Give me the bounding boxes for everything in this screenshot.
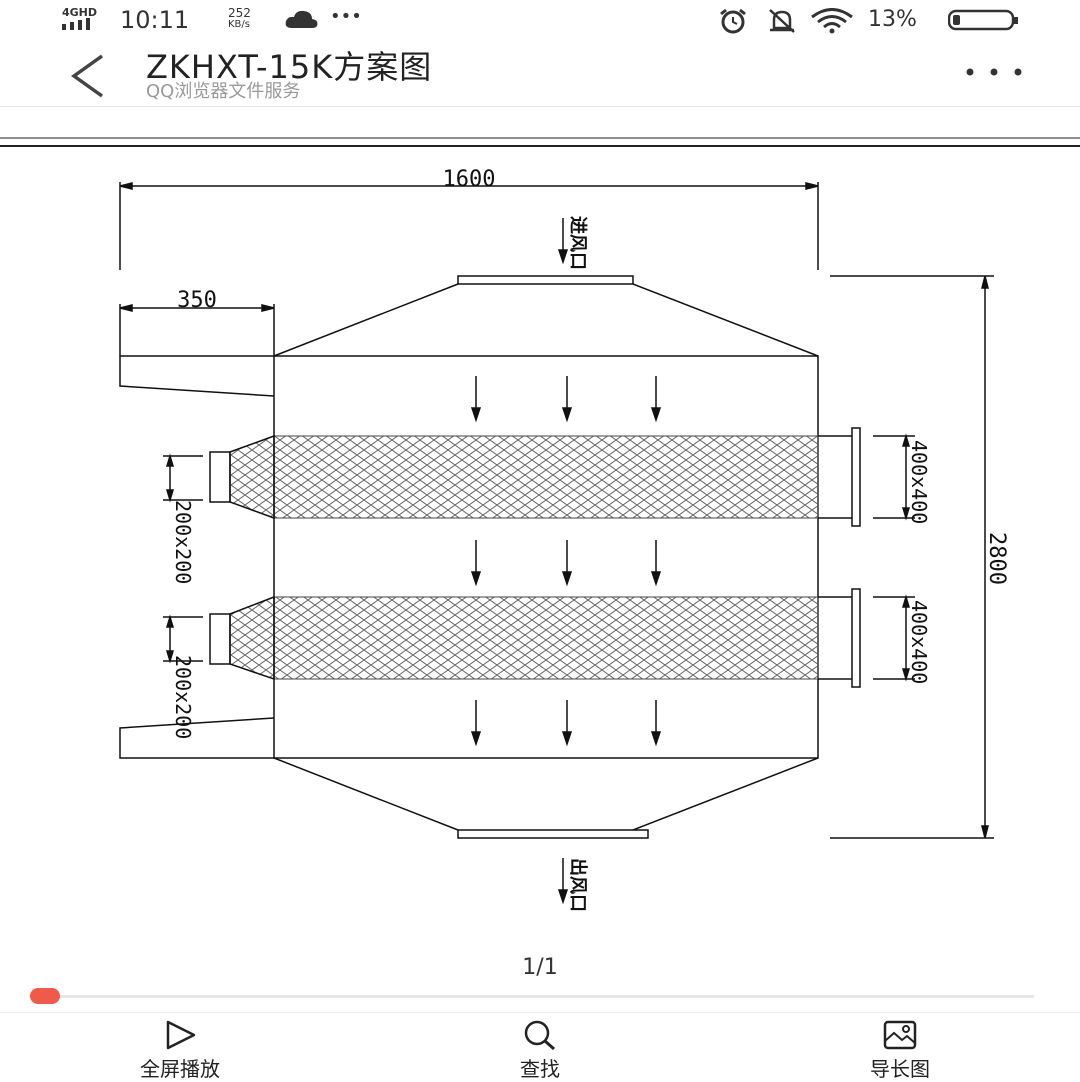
mute-icon (769, 9, 795, 33)
dimension-width (119, 182, 819, 270)
right-port-2-label: 400x400 (907, 600, 931, 684)
export-long-image-label: 导长图 (870, 1057, 930, 1081)
battery-icon (948, 9, 1018, 31)
inlet-label: 进风口 (567, 216, 588, 270)
document-title: ZKHXT-15K方案图 (146, 48, 433, 86)
signal-icon (62, 18, 90, 30)
document-viewer[interactable]: 1600 进风口 (0, 106, 1080, 1011)
left-port-1 (209, 434, 275, 520)
dimension-side (119, 304, 275, 356)
dimension-side-label: 350 (177, 288, 217, 313)
chevron-left-icon (70, 54, 104, 98)
flow-arrows (470, 376, 662, 747)
status-bar: 4GHD 10:11 252 KB/s ••• 13% (0, 0, 1080, 40)
right-port-dims (873, 433, 915, 682)
alarm-icon (720, 8, 746, 34)
more-dots-icon (966, 68, 1022, 76)
inlet-flange (457, 275, 634, 285)
status-more-dots: ••• (330, 6, 362, 27)
left-port-2-label: 200x200 (171, 655, 195, 739)
export-long-image-button[interactable]: 导长图 (820, 1013, 980, 1081)
housing-body (273, 355, 819, 759)
network-indicator: 4GHD (62, 6, 98, 19)
page-progress-thumb[interactable] (30, 988, 60, 1004)
right-port-1-label: 400x400 (907, 440, 931, 524)
dimension-width-label: 1600 (443, 167, 496, 192)
long-image-icon (883, 1020, 917, 1050)
left-port-1-label: 200x200 (171, 500, 195, 584)
bottom-toolbar: 全屏播放 查找 导长图 (0, 1012, 1080, 1081)
clock: 10:11 (120, 6, 190, 34)
battery-percent: 13% (868, 7, 917, 32)
page-indicator: 1/1 (522, 955, 558, 980)
more-options-button[interactable] (960, 60, 1030, 84)
right-port-1 (818, 427, 861, 527)
net-speed-value: 252 (228, 6, 251, 20)
support-upper (119, 355, 275, 397)
search-icon (524, 1020, 555, 1051)
document-source: QQ浏览器文件服务 (146, 81, 301, 102)
dimension-height (830, 275, 994, 839)
outlet-flange (457, 829, 649, 839)
wifi-icon (811, 8, 853, 34)
right-port-2 (818, 588, 861, 688)
technical-drawing: 1600 进风口 (0, 137, 1080, 912)
support-lower (119, 717, 275, 759)
fullscreen-play-button[interactable]: 全屏播放 (100, 1013, 260, 1081)
title-bar: ZKHXT-15K方案图 QQ浏览器文件服务 (0, 40, 1080, 107)
lower-hopper (273, 757, 819, 831)
page-progress-track[interactable] (30, 995, 1034, 998)
fullscreen-play-label: 全屏播放 (140, 1057, 220, 1081)
search-label: 查找 (520, 1057, 560, 1081)
left-port-2 (209, 595, 275, 681)
outlet-arrow (557, 858, 569, 905)
filter-bed-1 (273, 435, 819, 519)
dimension-height-label: 2800 (984, 532, 1009, 585)
filter-bed-2 (273, 596, 819, 680)
inlet-arrow (557, 218, 569, 265)
left-port-dims (163, 453, 203, 664)
cloud-icon (285, 10, 318, 28)
upper-hopper (273, 283, 819, 357)
search-button[interactable]: 查找 (460, 1013, 620, 1081)
back-button[interactable] (62, 52, 116, 100)
net-speed-unit: KB/s (228, 19, 250, 30)
outlet-label: 出风口 (567, 858, 589, 912)
play-icon (166, 1020, 196, 1050)
